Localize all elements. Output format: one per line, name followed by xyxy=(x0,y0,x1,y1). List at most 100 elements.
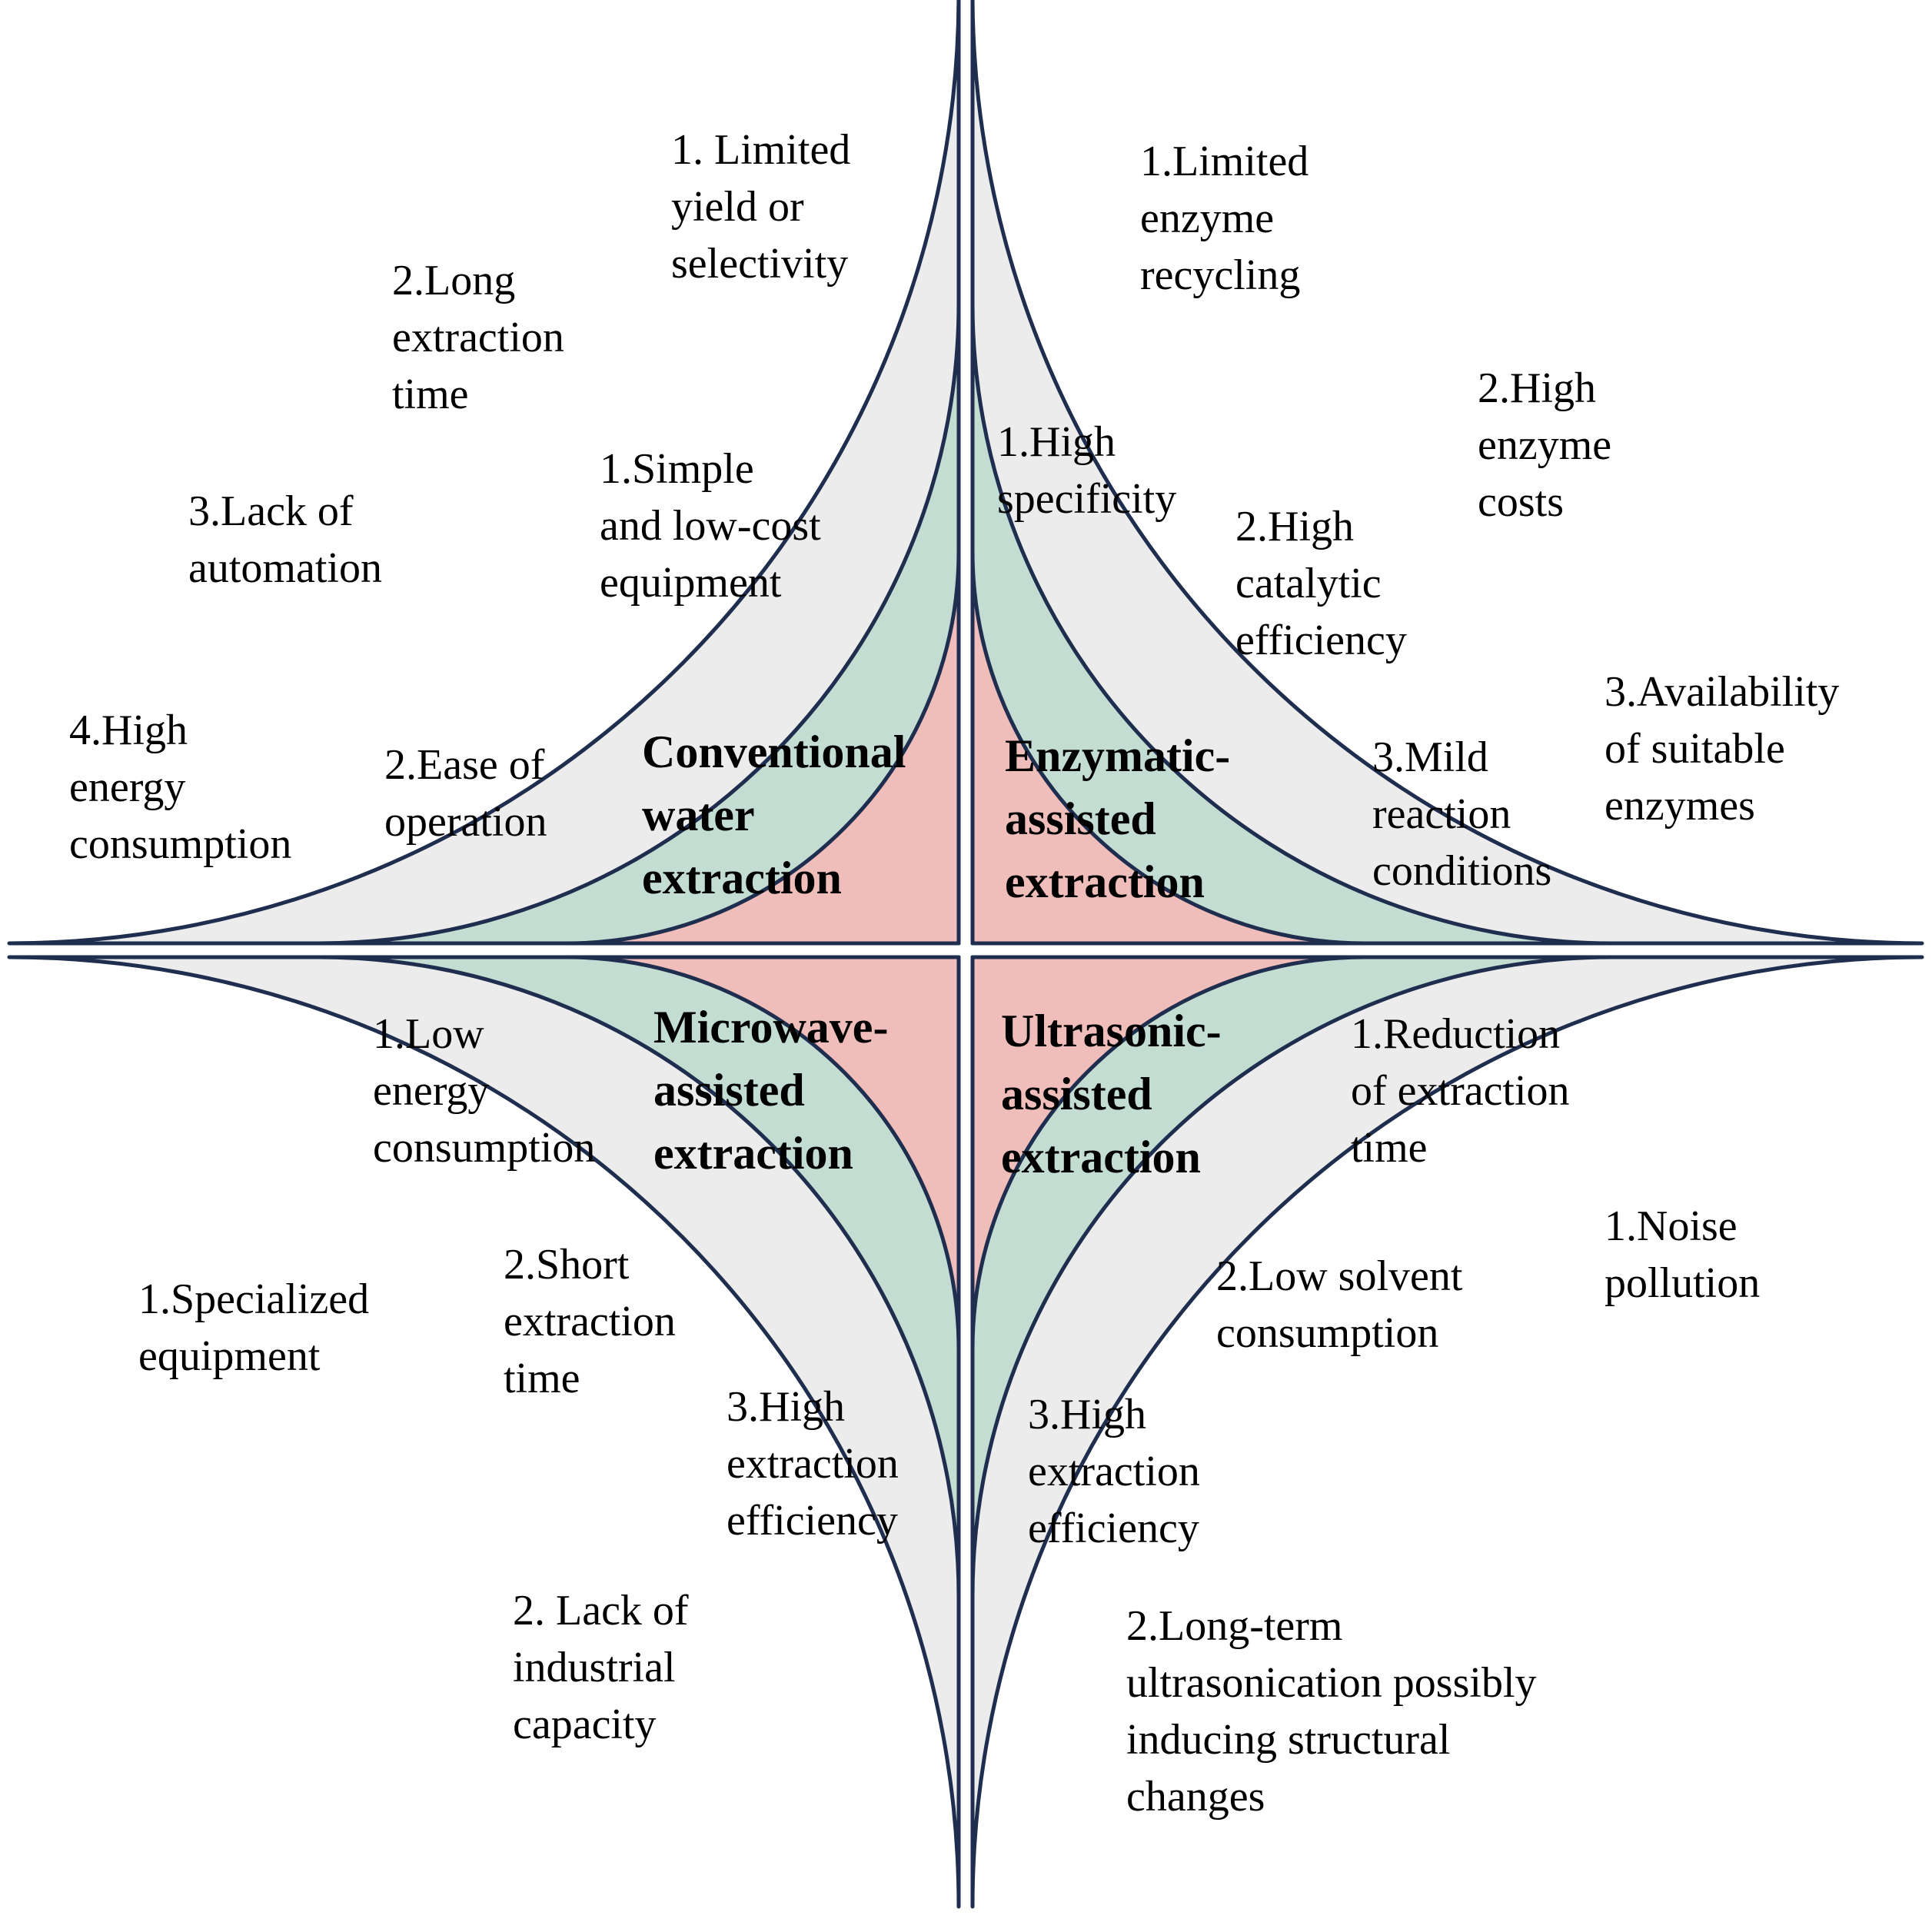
enzymatic-disadvantage-1-line: recycling xyxy=(1140,251,1300,299)
quadrant-enzymatic-assisted-extraction xyxy=(970,0,1924,946)
conventional-disadvantage-2-line: time xyxy=(392,371,469,418)
enzymatic-advantage-2-line: catalytic xyxy=(1235,560,1382,607)
enzymatic-advantage-1: 1.High specificity xyxy=(997,418,1176,523)
conventional-advantage-2: 2.Ease of operation xyxy=(384,741,547,846)
ultrasonic-advantage-3-line: 3.High xyxy=(1028,1391,1146,1438)
ultrasonic-method-title: Ultrasonic-assisted extraction xyxy=(1001,1006,1222,1182)
enzymatic-disadvantage-1-line: 1.Limited xyxy=(1140,138,1309,185)
microwave-advantage-3: 3.High extraction efficiency xyxy=(727,1383,899,1545)
ultrasonic-advantage-2-line: 2.Low solvent xyxy=(1216,1252,1463,1300)
ultrasonic-method-title-line: Ultrasonic- xyxy=(1001,1006,1222,1056)
ultrasonic-advantage-1-line: 1.Reduction xyxy=(1351,1010,1560,1058)
quadrant-ultrasonic-assisted-extraction xyxy=(970,955,1924,1909)
conventional-disadvantage-1-line: 1. Limited xyxy=(671,126,850,174)
enzymatic-disadvantage-3-line: 3.Availability xyxy=(1604,668,1839,716)
enzymatic-disadvantage-3-line: of suitable xyxy=(1604,725,1785,773)
ultrasonic-advantages-ring xyxy=(970,955,1614,1599)
ultrasonic-disadvantage-1-line: 1.Noise xyxy=(1604,1202,1737,1250)
ultrasonic-disadvantages-ring xyxy=(970,955,1924,1909)
microwave-advantage-3-line: efficiency xyxy=(727,1497,898,1545)
microwave-advantage-2-line: extraction xyxy=(504,1298,676,1345)
ultrasonic-advantage-1: 1.Reduction of extraction time xyxy=(1351,1010,1570,1172)
ultrasonic-disadvantage-2-line: ultrasonication possibly xyxy=(1126,1659,1537,1707)
enzymatic-method-title: Enzymatic-assisted extraction xyxy=(1005,730,1230,907)
ultrasonic-advantage-1-line: of extraction xyxy=(1351,1067,1570,1115)
conventional-disadvantage-2: 2.Long extraction time xyxy=(392,257,564,418)
microwave-advantages-ring xyxy=(317,955,961,1599)
conventional-method-core xyxy=(564,549,961,946)
ultrasonic-method-title-line: extraction xyxy=(1001,1132,1201,1182)
microwave-method-title-line: Microwave- xyxy=(653,1002,888,1052)
conventional-disadvantage-4: 4.High energy consumption xyxy=(69,707,291,868)
ultrasonic-advantage-3-line: efficiency xyxy=(1028,1505,1199,1552)
enzymatic-disadvantage-2-line: costs xyxy=(1478,478,1564,526)
conventional-advantage-1-line: and low-cost xyxy=(600,502,821,550)
conventional-disadvantage-3-line: 3.Lack of xyxy=(188,487,354,535)
ultrasonic-advantage-1-line: time xyxy=(1351,1124,1428,1172)
conventional-disadvantage-2-line: 2.Long xyxy=(392,257,515,304)
enzymatic-disadvantage-2-line: enzyme xyxy=(1478,421,1611,469)
enzymatic-disadvantage-2-line: 2.High xyxy=(1478,364,1596,412)
conventional-disadvantage-3: 3.Lack of automation xyxy=(188,487,382,592)
conventional-method-title-line: Conventional xyxy=(642,727,906,777)
enzymatic-method-title-line: Enzymatic- xyxy=(1005,730,1230,781)
enzymatic-method-title-line: assisted xyxy=(1005,793,1156,844)
microwave-advantage-1-line: 1.Low xyxy=(373,1010,484,1058)
conventional-disadvantage-4-line: energy xyxy=(69,763,185,811)
quadrant-microwave-assisted-extraction xyxy=(7,955,961,1909)
enzymatic-method-title-line: extraction xyxy=(1005,856,1205,907)
ultrasonic-disadvantage-1-line: pollution xyxy=(1604,1259,1760,1307)
microwave-method-title-line: assisted xyxy=(653,1065,805,1116)
enzymatic-advantages-ring xyxy=(970,301,1614,946)
microwave-disadvantage-1-line: equipment xyxy=(138,1332,321,1380)
conventional-disadvantage-1-line: yield or xyxy=(671,183,804,231)
enzymatic-advantage-1-line: 1.High xyxy=(997,418,1116,466)
enzymatic-advantage-2-line: efficiency xyxy=(1235,617,1407,664)
microwave-disadvantage-2-line: capacity xyxy=(513,1701,657,1748)
ultrasonic-advantage-3: 3.High extraction efficiency xyxy=(1028,1391,1200,1552)
enzymatic-disadvantage-2: 2.High enzyme costs xyxy=(1478,364,1611,526)
microwave-advantage-2: 2.Short extraction time xyxy=(504,1241,676,1402)
enzymatic-disadvantages-ring xyxy=(970,0,1924,946)
conventional-disadvantage-2-line: extraction xyxy=(392,314,564,361)
conventional-advantages-ring xyxy=(317,301,961,946)
microwave-method-core xyxy=(564,955,961,1352)
enzymatic-method-core xyxy=(970,549,1367,946)
conventional-disadvantage-3-line: automation xyxy=(188,544,382,592)
enzymatic-advantage-3-line: 3.Mild xyxy=(1372,733,1488,781)
conventional-advantage-2-line: operation xyxy=(384,798,547,846)
enzymatic-advantage-3: 3.Mild reaction conditions xyxy=(1372,733,1551,895)
enzymatic-advantage-2-line: 2.High xyxy=(1235,503,1354,550)
conventional-advantage-1-line: equipment xyxy=(600,559,782,607)
microwave-advantage-3-line: extraction xyxy=(727,1440,899,1488)
enzymatic-advantage-1-line: specificity xyxy=(997,475,1176,523)
conventional-disadvantages-ring xyxy=(7,0,961,946)
enzymatic-advantage-3-line: reaction xyxy=(1372,790,1511,838)
ultrasonic-advantage-2: 2.Low solvent consumption xyxy=(1216,1252,1463,1357)
conventional-method-title-line: extraction xyxy=(642,853,842,903)
ultrasonic-advantage-3-line: extraction xyxy=(1028,1448,1200,1495)
conventional-advantage-2-line: 2.Ease of xyxy=(384,741,545,789)
microwave-advantage-3-line: 3.High xyxy=(727,1383,845,1431)
microwave-method-title-line: extraction xyxy=(653,1128,853,1179)
ultrasonic-method-core xyxy=(970,955,1367,1352)
conventional-disadvantage-4-line: 4.High xyxy=(69,707,188,754)
microwave-advantage-2-line: 2.Short xyxy=(504,1241,630,1289)
microwave-disadvantages-ring xyxy=(7,955,961,1909)
ultrasonic-method-title-line: assisted xyxy=(1001,1069,1152,1119)
ultrasonic-disadvantage-2-line: 2.Long-term xyxy=(1126,1602,1342,1650)
enzymatic-advantage-3-line: conditions xyxy=(1372,847,1551,895)
ultrasonic-disadvantage-2-line: inducing structural xyxy=(1126,1716,1450,1764)
microwave-advantage-2-line: time xyxy=(504,1355,580,1402)
conventional-disadvantage-4-line: consumption xyxy=(69,820,291,868)
ultrasonic-advantage-2-line: consumption xyxy=(1216,1309,1438,1357)
